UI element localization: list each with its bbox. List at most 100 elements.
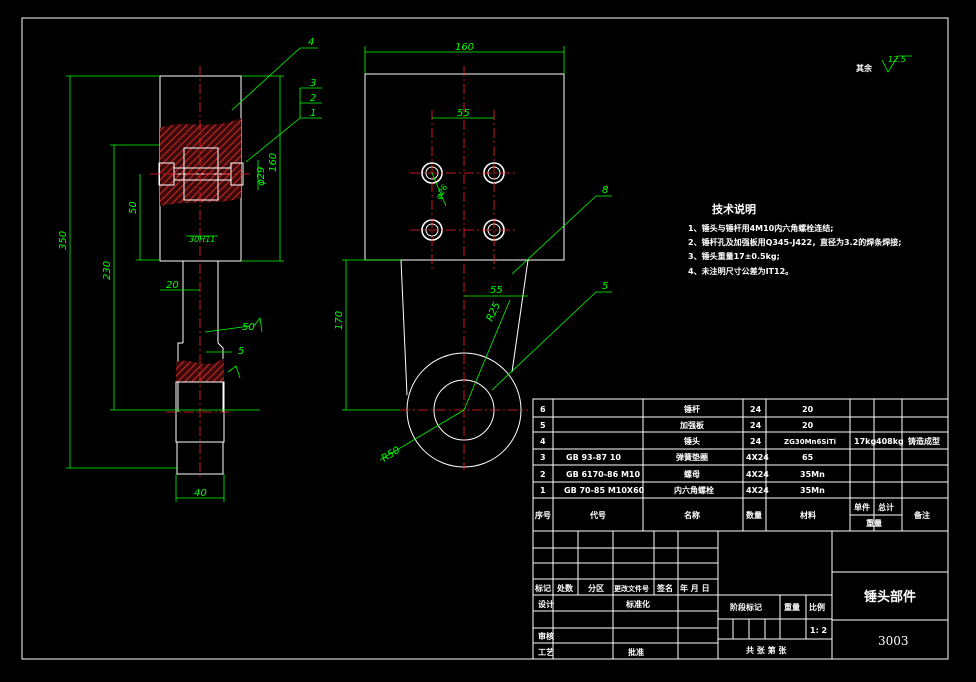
bom-row-qty: 24 <box>750 437 762 446</box>
bom-row-name: 内六角螺栓 <box>674 485 714 495</box>
side-dimensions: 350 230 50 160 φ29 30H11 20 40 5 5 <box>58 75 284 502</box>
tb-sheets: 共 张 第 张 <box>746 645 787 655</box>
bom-row-material: 65 <box>802 453 814 462</box>
note-2: 2、锤杆孔及加强板用Q345-J422，直径为3.2的焊条焊接; <box>688 237 901 247</box>
dim-170: 170 <box>334 311 345 330</box>
side-balloons: 4 3 2 1 <box>231 37 322 163</box>
tb-standard: 标准化 <box>625 599 650 609</box>
bom-row-no: 1 <box>540 486 546 495</box>
bom-row-unit: 17kg <box>854 437 876 446</box>
bom-header-code: 代号 <box>589 510 606 520</box>
dim-160-front: 160 <box>455 42 474 53</box>
tb-approve: 批准 <box>628 647 644 657</box>
dim-55-top: 55 <box>457 108 470 119</box>
tb-doc: 更改文件号 <box>614 584 649 593</box>
bom-header-total: 总计 <box>878 502 894 512</box>
bom-row-name: 螺母 <box>684 469 700 479</box>
tb-zone: 分区 <box>588 583 604 593</box>
bom-header-weight: 重量 <box>866 518 882 528</box>
rod-end-hatch <box>176 441 224 475</box>
bom-table: 6 锤杆 24 20 5 加强板 24 20 4 锤头 24 ZG30Mn6Si… <box>532 398 949 532</box>
drawing-title: 锤头部件 <box>863 589 916 605</box>
bom-row-qty: 24 <box>750 421 762 430</box>
tb-sign: 签名 <box>656 583 673 593</box>
bom-row-material: 35Mn <box>800 470 825 479</box>
dim-50: 50 <box>128 201 139 214</box>
bom-row-code: GB 6170-86 M10 <box>566 470 640 479</box>
bom-row-no: 6 <box>540 405 546 414</box>
note-1: 1、锤头与锤杆用4M10内六角螺栓连结; <box>688 223 833 233</box>
note-3: 3、锤头重量17±0.5kg; <box>688 251 780 261</box>
dim-r50: R50 <box>380 445 403 465</box>
bom-row-name: 加强板 <box>679 420 705 430</box>
bom-header-unit: 单件 <box>854 502 870 512</box>
tb-scale-value: 1: 2 <box>810 626 827 635</box>
bom-header-qty: 数量 <box>746 510 762 520</box>
bom-header-note: 备注 <box>913 510 930 520</box>
bom-row-qty: 4X24 <box>746 470 769 479</box>
drawing-number: 3003 <box>878 634 909 648</box>
front-balloons: 8 5 <box>491 185 612 391</box>
bom-header-no: 序号 <box>535 510 551 520</box>
dim-55-bottom: 55 <box>490 285 503 296</box>
tb-mark: 标记 <box>534 583 551 593</box>
notes-title: 技术说明 <box>712 202 756 216</box>
balloon-1: 1 <box>310 108 316 119</box>
bom-row-material: 20 <box>802 405 814 414</box>
bom-row-no: 2 <box>540 470 546 479</box>
technical-notes: 技术说明 1、锤头与锤杆用4M10内六角螺栓连结; 2、锤杆孔及加强板用Q345… <box>688 202 901 276</box>
tb-count: 处数 <box>556 583 574 593</box>
balloon-5: 5 <box>602 281 608 292</box>
tb-stage: 阶段标记 <box>730 602 762 612</box>
dim-230: 230 <box>102 261 113 280</box>
surface-finish-note: 其余 12.5 <box>856 55 912 73</box>
bom-row-name: 弹簧垫圈 <box>676 452 708 462</box>
bom-row-name: 锤头 <box>684 436 700 446</box>
tb-design: 设计 <box>538 599 554 609</box>
dim-5: 5 <box>238 346 244 357</box>
dim-20: 20 <box>166 280 179 291</box>
bom-row-qty: 4X24 <box>746 453 769 462</box>
bom-row-material: 20 <box>802 421 814 430</box>
balloon-8: 8 <box>602 185 608 196</box>
rod-plate-outline <box>400 259 529 396</box>
bom-row-material: 35Mn <box>800 486 825 495</box>
bom-row-material: ZG30Mn6SiTi <box>784 438 836 446</box>
dim-160-side: 160 <box>268 153 279 172</box>
bom-row-note: 铸造成型 <box>908 436 940 446</box>
tb-scale: 比例 <box>809 602 825 612</box>
bom-row-name: 锤杆 <box>684 404 700 414</box>
title-block: 标记 处数 分区 更改文件号 签名 年 月 日 设计 标准化 审核 工艺 批准 … <box>532 530 949 660</box>
bom-row-code: GB 70-85 M10X60 <box>564 486 645 495</box>
dim-r25: R25 <box>485 301 503 323</box>
balloon-2: 2 <box>310 93 316 104</box>
head-section-hatch <box>160 118 241 206</box>
dim-chamfer: 50 <box>242 322 255 333</box>
dim-phi26: φ26 <box>434 183 450 201</box>
bom-row-code: GB 93-87 10 <box>566 453 621 462</box>
bom-row-qty: 24 <box>750 405 762 414</box>
dim-40: 40 <box>194 488 207 499</box>
surface-value: 12.5 <box>888 55 906 64</box>
front-dimensions: 160 55 55 170 R25 R50 φ26 <box>334 42 565 465</box>
tb-date: 年 月 日 <box>680 583 710 593</box>
bolt-holes <box>421 162 505 241</box>
bom-row-total: 408kg <box>876 437 904 446</box>
front-view: 160 55 55 170 R25 R50 φ26 8 5 <box>334 42 612 470</box>
weld-section-hatch <box>176 358 224 382</box>
hammer-head-front <box>364 73 565 261</box>
roughness-symbol-icon <box>881 55 912 73</box>
bom-row-no: 5 <box>540 421 546 430</box>
bom-row-no: 3 <box>540 453 546 462</box>
bom-header-material: 材料 <box>800 510 816 520</box>
balloon-4: 4 <box>308 37 314 48</box>
tb-review: 审核 <box>538 631 554 641</box>
surface-label: 其余 <box>856 63 873 73</box>
bom-header-name: 名称 <box>684 510 700 520</box>
dim-overall: 350 <box>58 231 69 250</box>
dim-phi29: φ29 <box>256 167 267 186</box>
tb-process: 工艺 <box>538 647 554 657</box>
bom-row-qty: 4X24 <box>746 486 769 495</box>
tb-weight: 重量 <box>784 602 800 612</box>
